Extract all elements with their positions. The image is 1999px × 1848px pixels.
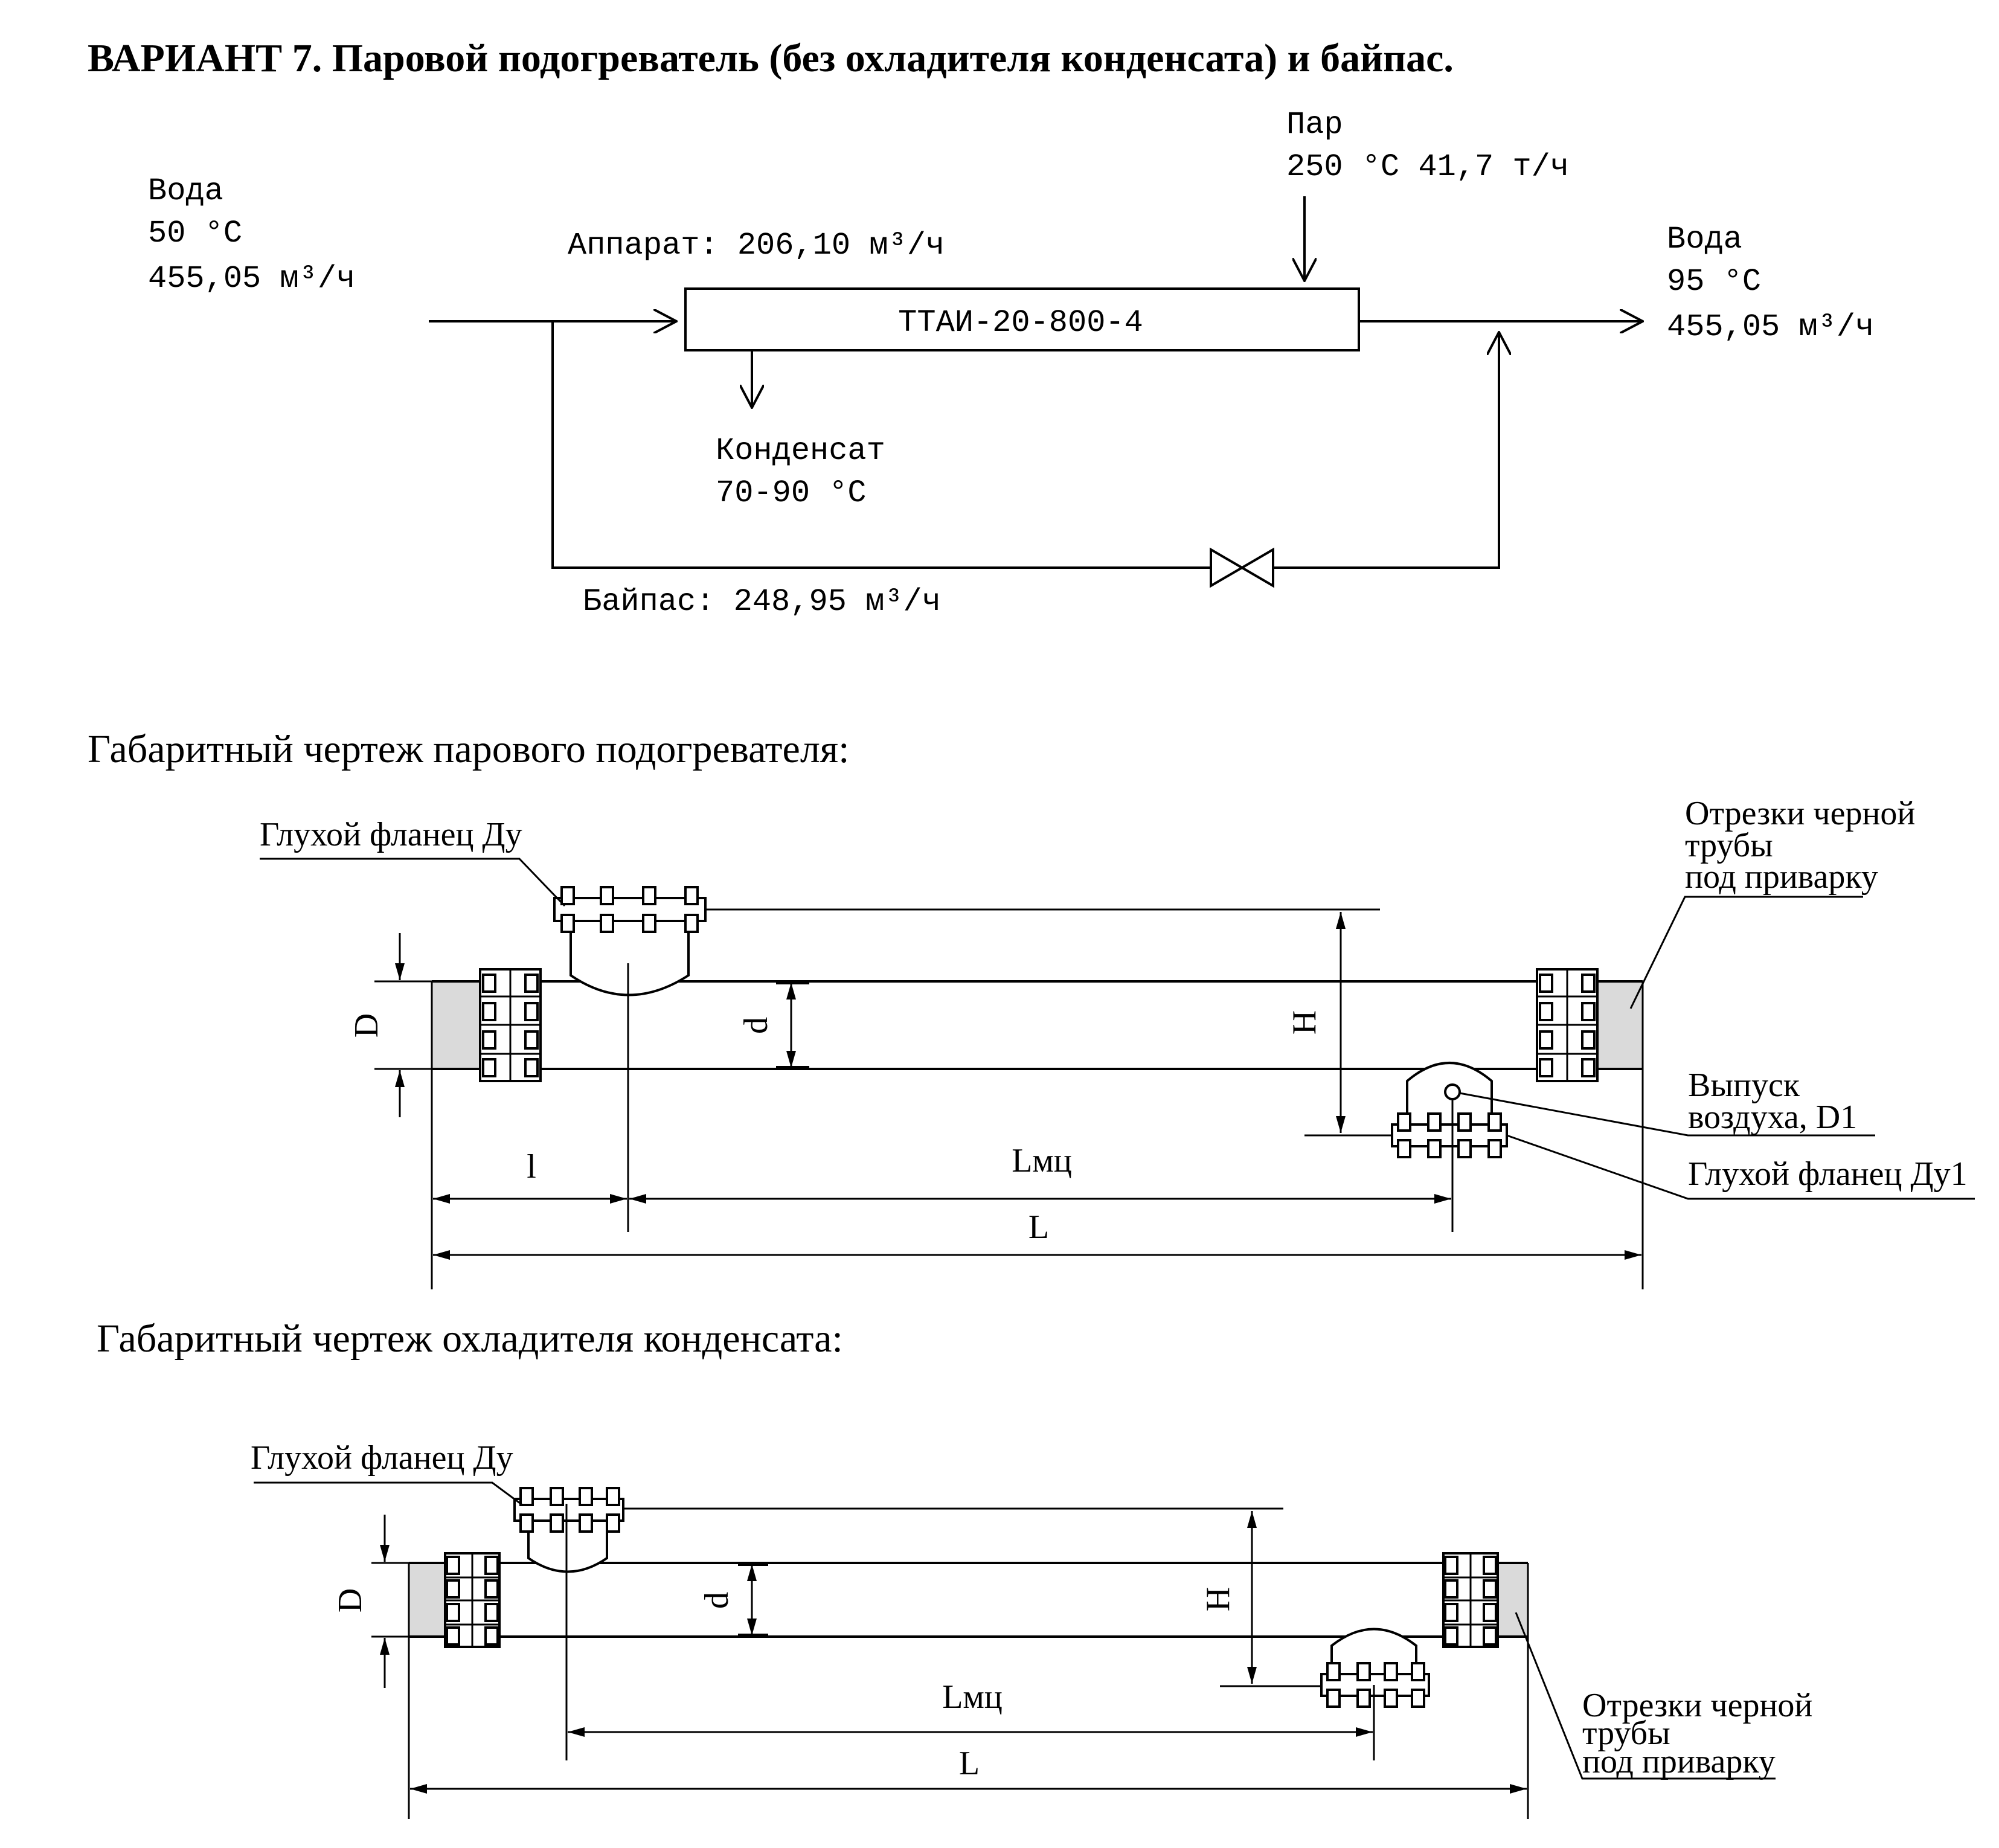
cooler-blind-flange-leader <box>254 1481 523 1506</box>
heater-blind-flange-leader <box>260 858 566 907</box>
page-title: ВАРИАНТ 7. Паровой подогреватель (без ох… <box>88 36 1454 80</box>
cooler-top-nozzle <box>527 1518 608 1573</box>
exchanger-model: ТТАИ-20-800-4 <box>898 305 1143 341</box>
cooler-bottom-nozzle <box>1330 1628 1417 1677</box>
flow-scheme: Вода 50 °С 455,05 м³/ч Аппарат: 206,10 м… <box>148 107 1874 620</box>
water-out-temp: 95 °С <box>1667 264 1761 300</box>
air-vent-leader <box>1459 1092 1875 1137</box>
heater-blind-flange-label: Глухой фланец Ду <box>260 816 522 853</box>
right-flange-stack <box>1536 968 1599 1082</box>
heater-drawing: D d H l Lмц L Глухой фланец Ду Отрезки ч… <box>260 795 1975 1289</box>
cooler-pipe-end-left <box>409 1563 448 1637</box>
bypass-line-left <box>551 321 1211 569</box>
water-out-flow: 455,05 м³/ч <box>1667 309 1874 345</box>
heater-dim-H: H <box>1286 1010 1323 1035</box>
bypass-valve <box>1210 547 1274 588</box>
pipe-segments-line-2: трубы <box>1685 827 1773 864</box>
heater-dim-l: l <box>527 1148 536 1185</box>
heater-dim-Lmc: Lмц <box>1012 1142 1072 1179</box>
left-flange-stack <box>479 968 542 1082</box>
condensate-label: Конденсат <box>716 433 885 469</box>
cooler-dim-d: d <box>698 1592 736 1609</box>
bypass-flow-label: Байпас: 248,95 м³/ч <box>583 584 941 620</box>
heat-exchanger-box <box>684 287 1360 351</box>
top-nozzle <box>570 917 690 996</box>
cooler-left-flange-stack <box>444 1552 501 1648</box>
water-in-label: Вода <box>148 173 223 209</box>
air-vent-line-2: воздуха, D1 <box>1688 1099 1857 1136</box>
cooler-blind-flange-label: Глухой фланец Ду <box>251 1439 513 1477</box>
water-out-label: Вода <box>1667 222 1742 257</box>
apparatus-flow-label: Аппарат: 206,10 м³/ч <box>568 228 945 263</box>
heater-drawing-heading: Габаритный чертеж парового подогревателя… <box>88 727 849 771</box>
cooler-dim-Lmc: Lмц <box>942 1678 1003 1716</box>
water-in-temp: 50 °С <box>148 216 242 251</box>
cooler-pipe-segments-line-1: Отрезки черной <box>1582 1687 1812 1724</box>
cooler-pipe-segments-line-3: под приварку <box>1582 1743 1776 1780</box>
pipe-segments-leader <box>1629 896 1863 1009</box>
bypass-line-right <box>1273 332 1499 569</box>
heater-blind-flange-1-leader <box>1506 1134 1975 1200</box>
steam-params: 250 °С 41,7 т/ч <box>1286 149 1569 185</box>
water-in-flow: 455,05 м³/ч <box>148 261 355 297</box>
cooler-pipe-segments-line-2: трубы <box>1582 1715 1670 1752</box>
heater-dim-D: D <box>348 1013 385 1038</box>
pipe-segments-line-3: под приварку <box>1685 858 1878 896</box>
cooler-dim-L: L <box>959 1745 980 1782</box>
cooler-dim-H: H <box>1199 1587 1237 1611</box>
pipe-segments-line-1: Отрезки черной <box>1685 795 1915 832</box>
air-vent-line-1: Выпуск <box>1688 1067 1800 1104</box>
heater-blind-flange-1-label: Глухой фланец Ду1 <box>1688 1155 1968 1193</box>
condensate-temp: 70-90 °С <box>716 475 867 511</box>
cooler-right-flange-stack <box>1442 1552 1499 1648</box>
steam-label: Пар <box>1286 107 1343 143</box>
air-vent <box>1444 1083 1461 1100</box>
cooler-pipe-segments-leader <box>1515 1612 1776 1780</box>
cooler-dim-D: D <box>332 1588 369 1612</box>
heater-dim-L: L <box>1028 1208 1049 1246</box>
cooler-drawing: D d H Lмц L Глухой фланец Ду Отрезки чер… <box>251 1439 1812 1819</box>
heater-dim-d: d <box>737 1017 775 1034</box>
cooler-drawing-heading: Габаритный чертеж охладителя конденсата: <box>97 1317 843 1361</box>
pipe-end-left <box>432 981 486 1069</box>
top-blind-flange <box>553 897 707 922</box>
